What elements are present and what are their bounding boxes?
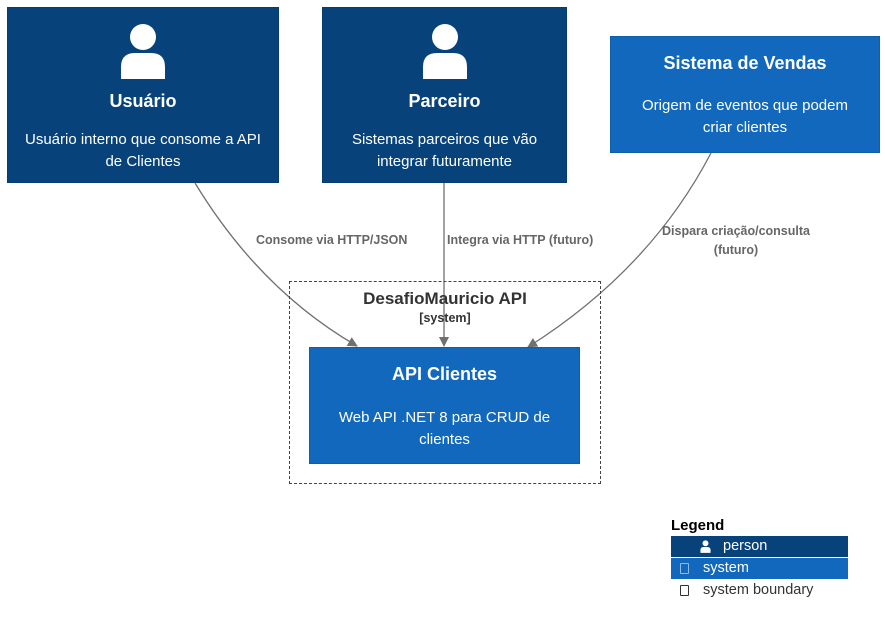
person-icon (121, 24, 165, 79)
node-usuario[interactable]: Usuário Usuário interno que consome a AP… (7, 7, 279, 183)
boundary-square-icon (680, 585, 689, 596)
person-icon (422, 24, 467, 79)
node-api-clientes[interactable]: API Clientes Web API .NET 8 para CRUD de… (309, 347, 580, 464)
node-sistema-vendas[interactable]: Sistema de Vendas Origem de eventos que … (610, 36, 880, 153)
node-parceiro[interactable]: Parceiro Sistemas parceiros que vão inte… (322, 7, 567, 183)
legend-person-label: person (723, 538, 768, 554)
edge-label-vendas-api: Dispara criação/consulta (futuro) (662, 222, 810, 260)
system-boundary: DesafioMauricio API [system] (289, 281, 601, 484)
edge-label-vendas-api-line2: (futuro) (713, 243, 759, 257)
legend-item-system: system (671, 558, 848, 579)
node-sistema-vendas-description: Origem de eventos que podem criar client… (642, 97, 848, 136)
boundary-title: DesafioMauricio API (363, 289, 527, 308)
edge-label-vendas-api-line1: Dispara criação/consulta (662, 224, 810, 238)
node-api-clientes-description: Web API .NET 8 para CRUD de clientes (338, 409, 551, 448)
edge-usuario-to-api (194, 182, 358, 347)
edge-vendas-to-api (527, 152, 712, 348)
legend-title: Legend (671, 517, 725, 534)
legend-system-boundary-label: system boundary (703, 582, 814, 598)
edge-label-parceiro-api: Integra via HTTP (futuro) (447, 233, 594, 247)
node-parceiro-title: Parceiro (408, 91, 481, 111)
edge-label-usuario-api: Consome via HTTP/JSON (256, 233, 408, 247)
legend-item-person: person (671, 536, 848, 557)
node-api-clientes-title: API Clientes (391, 364, 498, 384)
node-parceiro-description: Sistemas parceiros que vão integrar futu… (351, 131, 538, 170)
person-icon (700, 540, 711, 553)
boundary-type: [system] (419, 311, 471, 325)
node-sistema-vendas-title: Sistema de Vendas (663, 53, 827, 73)
legend-item-system-boundary: system boundary (671, 580, 848, 601)
legend: Legend person system system boundary (671, 516, 848, 602)
node-usuario-description: Usuário interno que consome a API de Cli… (25, 131, 261, 170)
node-usuario-title: Usuário (109, 91, 177, 111)
system-square-icon (680, 563, 689, 574)
legend-system-label: system (703, 560, 749, 576)
